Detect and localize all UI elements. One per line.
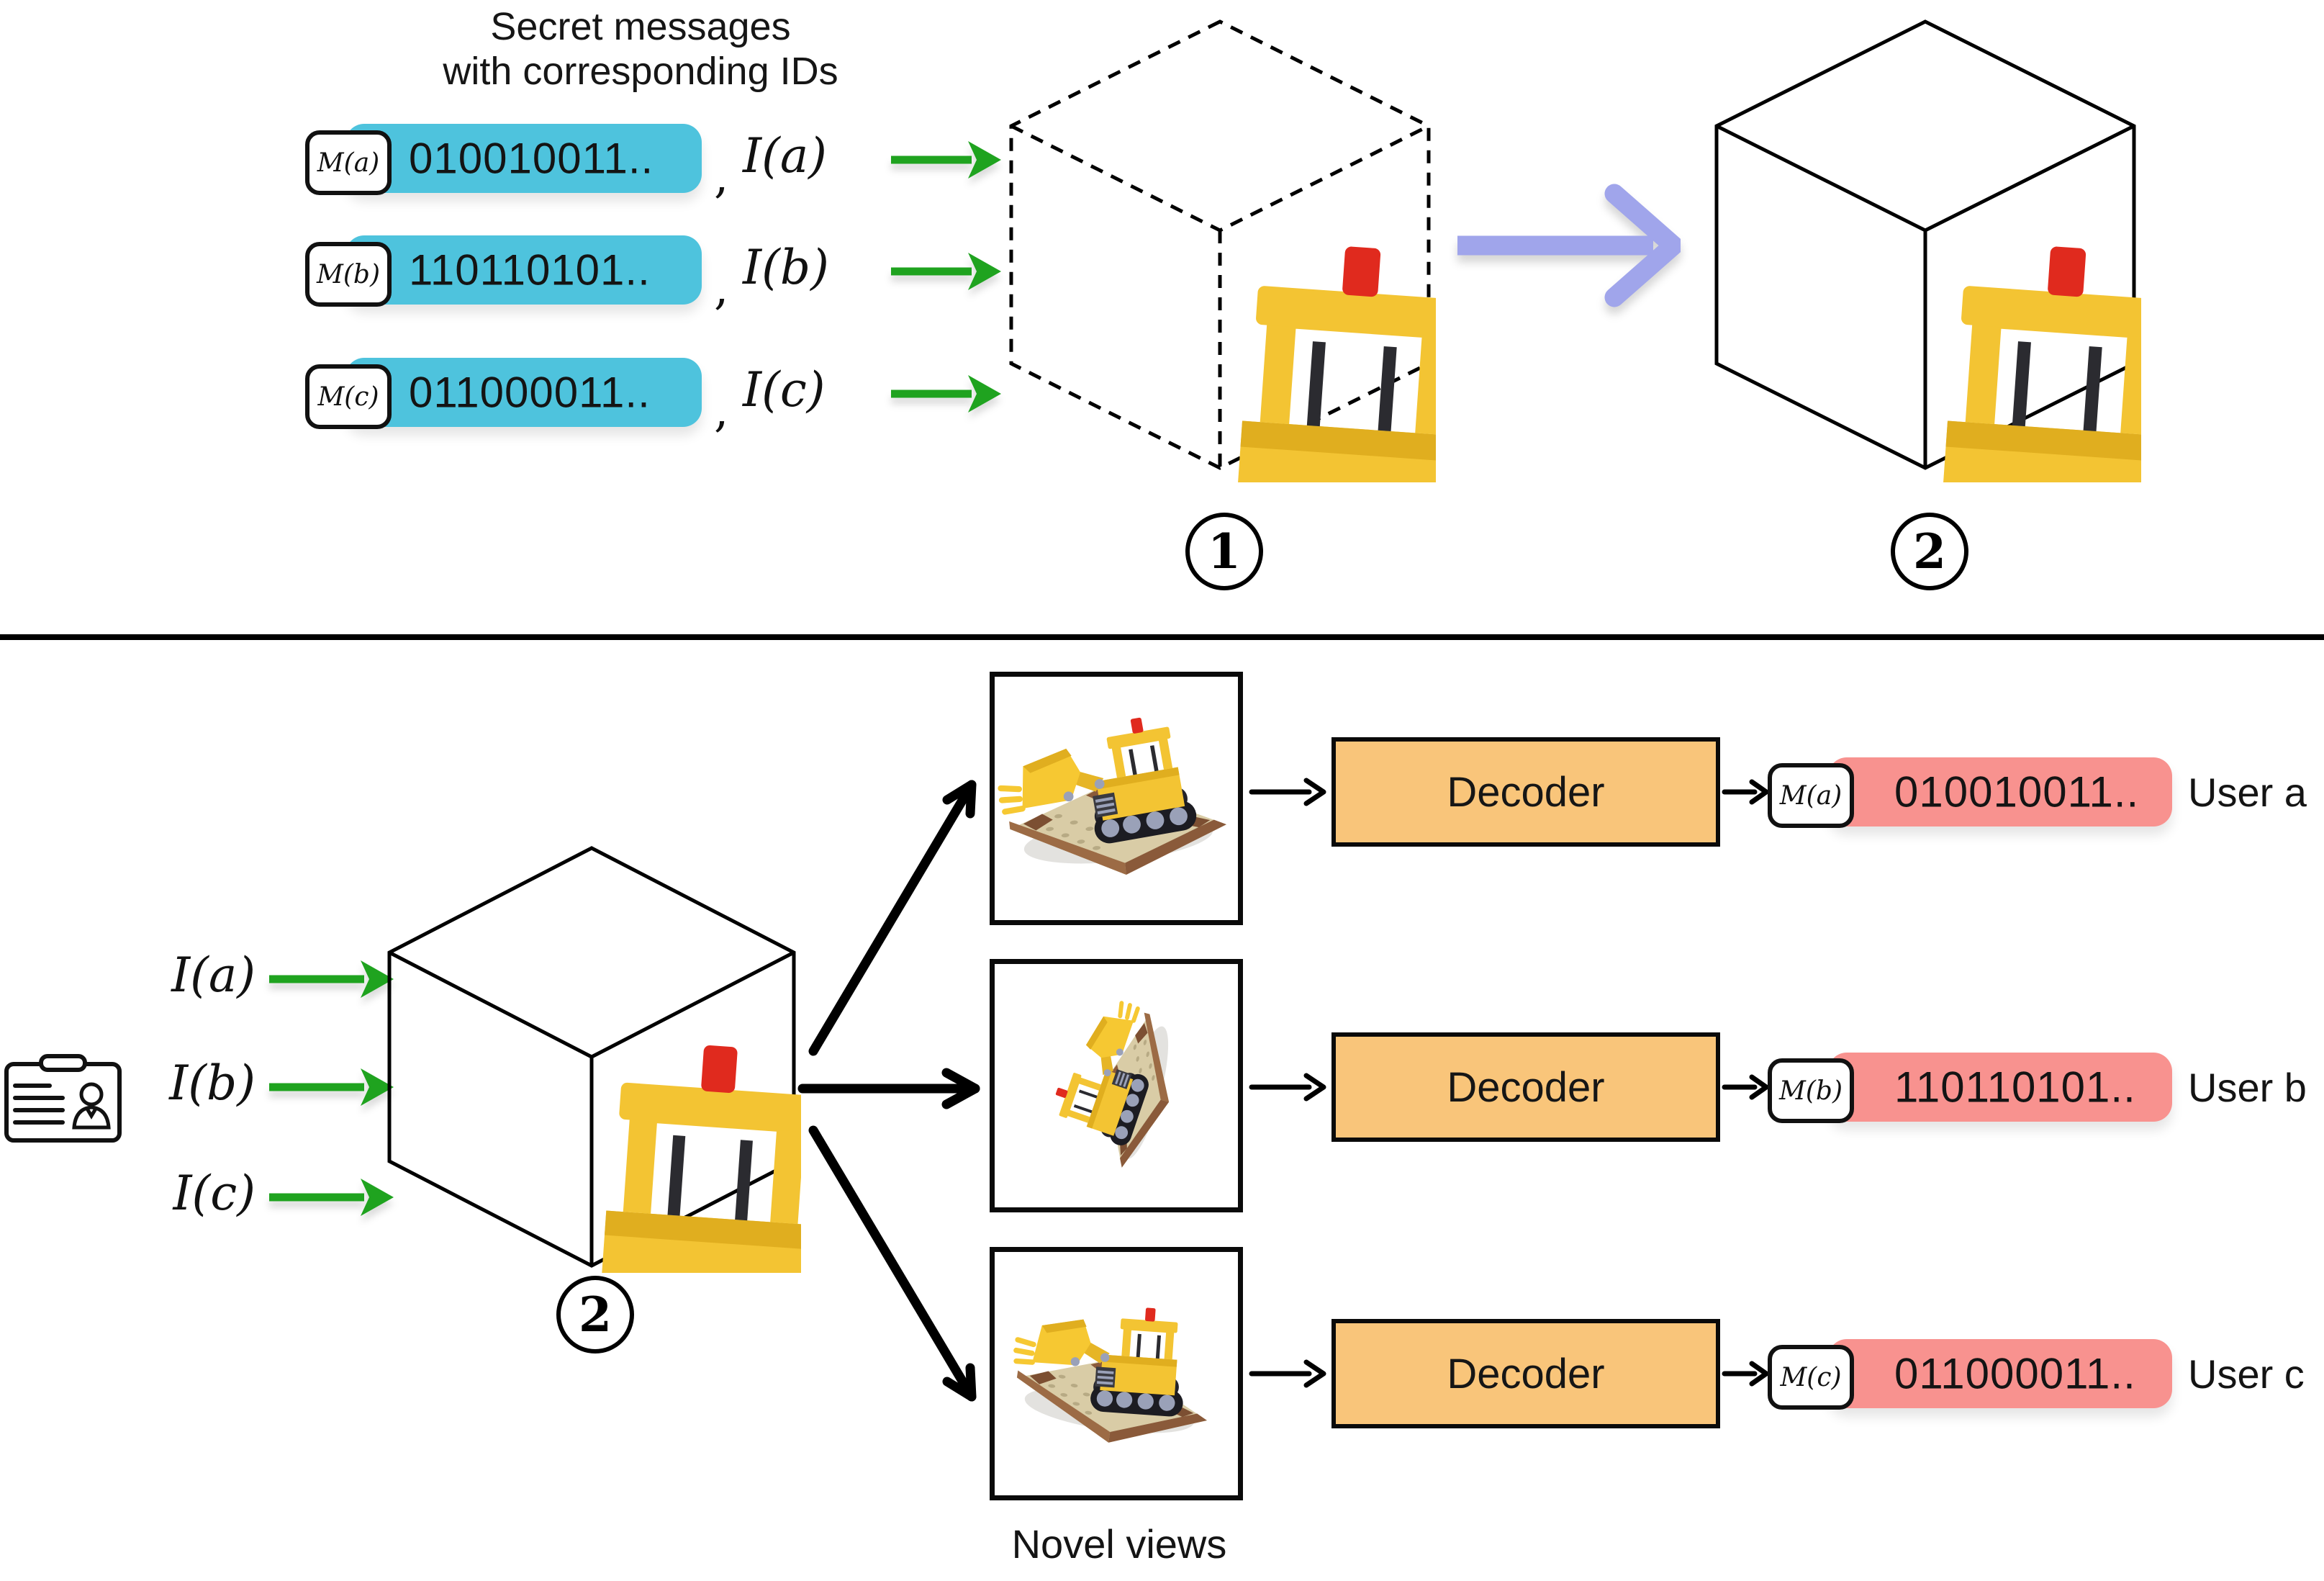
message-id-badge-c: M(c) bbox=[1768, 1345, 1854, 1410]
green-arrow-icon bbox=[269, 1179, 394, 1216]
image-id-label-c: I(c) bbox=[173, 1166, 256, 1221]
message-id-label-a: M(a) bbox=[317, 148, 380, 178]
decoded-id-label-c: M(c) bbox=[1780, 1362, 1842, 1392]
secret-message-row-b: 110110101.. M(b) , I(b) bbox=[0, 235, 1044, 312]
section-divider bbox=[0, 634, 2324, 640]
lego-bulldozer-model bbox=[1104, 238, 1436, 482]
step-1-badge: 1 bbox=[1185, 513, 1263, 590]
lego-bulldozer-model bbox=[1809, 238, 2141, 482]
novel-views-caption: Novel views bbox=[1011, 1521, 1227, 1567]
image-id-label-b: I(b) bbox=[743, 240, 829, 295]
message-id-badge-b: M(b) bbox=[305, 242, 392, 307]
message-bits-b: 110110101.. bbox=[409, 246, 651, 294]
message-id-badge-c: M(c) bbox=[305, 364, 392, 429]
message-id-badge-a: M(a) bbox=[305, 130, 392, 195]
arrow-icon bbox=[1722, 1074, 1769, 1100]
message-id-badge-a: M(a) bbox=[1768, 763, 1854, 828]
green-arrow-icon bbox=[891, 141, 1001, 179]
secret-message-pill-b: 110110101.. bbox=[345, 235, 702, 305]
render-fan-arrows bbox=[797, 780, 980, 1402]
decoded-id-label-b: M(b) bbox=[1779, 1076, 1843, 1106]
secret-message-row-c: 011000011.. M(c) , I(c) bbox=[0, 358, 1044, 434]
step-2-number: 2 bbox=[1913, 523, 1946, 580]
input-row-b: I(b) bbox=[0, 1060, 432, 1117]
decode-row-a: Decoder M(a) 010010011.. User a bbox=[0, 737, 2324, 847]
title-line-2: with corresponding IDs bbox=[443, 50, 838, 93]
step-2-badge: 2 bbox=[556, 1276, 634, 1353]
novel-view-frame-2 bbox=[990, 959, 1243, 1212]
image-id-label-c: I(c) bbox=[743, 362, 826, 418]
step-2-badge: 2 bbox=[1891, 513, 1968, 590]
decoded-message-pill-a: 010010011.. bbox=[1828, 757, 2172, 826]
decode-row-b: Decoder M(b) 110110101.. User b bbox=[0, 1032, 2324, 1142]
comma-a: , bbox=[714, 150, 729, 204]
input-row-c: I(c) bbox=[0, 1170, 432, 1228]
message-bits-a: 010010011.. bbox=[409, 134, 654, 183]
message-id-label-c: M(c) bbox=[317, 382, 379, 412]
message-id-label-b: M(b) bbox=[317, 259, 380, 289]
novel-view-frame-3 bbox=[990, 1247, 1243, 1500]
decoder-box-c: Decoder bbox=[1331, 1319, 1720, 1428]
step-2-number: 2 bbox=[579, 1287, 612, 1343]
dashed-volume-cube bbox=[1009, 19, 1436, 482]
comma-b: , bbox=[714, 262, 729, 315]
message-bits-c: 011000011.. bbox=[409, 368, 651, 417]
secret-message-pill-c: 011000011.. bbox=[345, 358, 702, 427]
image-id-label-b: I(b) bbox=[169, 1055, 256, 1111]
decoded-bits-b: 110110101.. bbox=[1894, 1063, 2136, 1112]
purple-arrow-icon bbox=[1457, 184, 1681, 307]
comma-c: , bbox=[714, 384, 729, 438]
decoder-box-b: Decoder bbox=[1331, 1032, 1720, 1142]
message-id-badge-b: M(b) bbox=[1768, 1058, 1854, 1123]
green-arrow-icon bbox=[891, 253, 1001, 290]
secret-message-row-a: 010010011.. M(a) , I(a) bbox=[0, 124, 1044, 200]
decoder-label-a: Decoder bbox=[1447, 768, 1605, 816]
step-1-number: 1 bbox=[1208, 523, 1241, 580]
id-card-icon bbox=[4, 1054, 122, 1143]
green-arrow-icon bbox=[269, 1068, 394, 1106]
decoder-label-b: Decoder bbox=[1447, 1063, 1605, 1111]
novel-view-frame-1 bbox=[990, 672, 1243, 925]
decode-row-c: Decoder M(c) 011000011.. User c bbox=[0, 1319, 2324, 1428]
arrow-icon bbox=[1249, 778, 1326, 806]
decoded-id-label-a: M(a) bbox=[1779, 780, 1843, 811]
user-label-c: User c bbox=[2188, 1351, 2305, 1397]
arrow-icon bbox=[1249, 1359, 1326, 1388]
arrow-icon bbox=[1722, 779, 1769, 805]
solid-volume-cube bbox=[387, 846, 801, 1273]
image-id-label-a: I(a) bbox=[743, 128, 827, 184]
decoded-bits-a: 010010011.. bbox=[1894, 767, 2140, 816]
title-line-1: Secret messages bbox=[490, 5, 791, 48]
image-id-label-a: I(a) bbox=[171, 947, 256, 1003]
decoded-message-pill-c: 011000011.. bbox=[1828, 1339, 2172, 1408]
arrow-icon bbox=[1249, 1073, 1326, 1102]
green-arrow-icon bbox=[891, 375, 1001, 413]
user-label-b: User b bbox=[2188, 1064, 2307, 1110]
decoder-label-c: Decoder bbox=[1447, 1350, 1605, 1397]
page-title: Secret messages with corresponding IDs bbox=[331, 4, 950, 94]
decoder-box-a: Decoder bbox=[1331, 737, 1720, 847]
arrow-icon bbox=[1722, 1361, 1769, 1387]
green-arrow-icon bbox=[269, 960, 394, 998]
input-row-a: I(a) bbox=[0, 952, 432, 1009]
decoded-message-pill-b: 110110101.. bbox=[1828, 1053, 2172, 1122]
solid-volume-cube bbox=[1714, 19, 2141, 482]
decoded-bits-c: 011000011.. bbox=[1894, 1349, 2136, 1398]
user-label-a: User a bbox=[2188, 769, 2307, 815]
secret-message-pill-a: 010010011.. bbox=[345, 124, 702, 193]
